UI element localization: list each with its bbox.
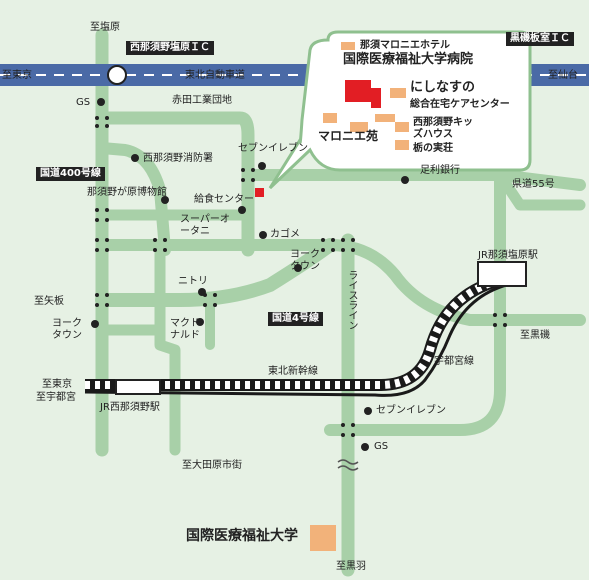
nitori-label: ニトリ xyxy=(178,276,208,287)
yorktown-left-label: ヨークタウン xyxy=(52,318,82,341)
utsunomiya-line-label: 宇都宮線 xyxy=(434,356,474,367)
dir-kuroiso: 至黒磯 xyxy=(520,330,550,341)
maronie-label: マロニエ苑 xyxy=(318,129,379,143)
destination-square-icon xyxy=(345,80,371,102)
dir-otawara: 至大田原市街 xyxy=(182,460,242,471)
dir-kurobane: 至黒羽 xyxy=(336,561,366,572)
station-nasushiobara-label: JR那須塩原駅 xyxy=(478,250,538,261)
hotel-label: 那須マロニエホテル xyxy=(360,40,450,51)
expressway-label: 東北自動車道 xyxy=(185,70,245,81)
bank-label: 足利銀行 xyxy=(420,165,460,176)
route400-label: 国道400号線 xyxy=(36,167,105,181)
tochi-label: 栃の実荘 xyxy=(413,143,453,154)
fire-station-label: 西那須野消防署 xyxy=(143,153,213,164)
seven-top-label: セブンイレブン xyxy=(238,143,308,154)
pref55-label: 県道55号 xyxy=(512,179,555,190)
supermarket-label: スーパーオータニ xyxy=(180,214,230,237)
gs-bottom-label: GS xyxy=(374,441,389,452)
seven-bottom-label: セブンイレブン xyxy=(376,405,446,416)
dir-yaita: 至矢板 xyxy=(34,296,64,307)
map-break-icon xyxy=(337,459,359,471)
station-nishinasuno-label: JR西那須野駅 xyxy=(100,402,160,413)
kids-house-label: 西那須野キッズハウス xyxy=(413,117,473,140)
food-center-label: 給食センター xyxy=(194,194,254,205)
gs-top-label: GS xyxy=(76,97,91,108)
station-nishinasuno-box xyxy=(115,379,161,395)
mcdonalds-label: マクドナルド xyxy=(170,318,200,341)
nishinasu-label: にしなすの xyxy=(410,80,476,95)
railway-icon xyxy=(84,280,521,397)
dir-utsunomiya: 至宇都宮 xyxy=(36,392,76,403)
road-to-otawara xyxy=(154,244,181,456)
museum-label: 那須野が原博物館 xyxy=(87,187,167,198)
dir-shiobara: 至塩原 xyxy=(90,22,120,33)
shinkansen-label: 東北新幹線 xyxy=(268,366,318,377)
dir-sendai: 至仙台 xyxy=(548,70,578,81)
road-south-loop xyxy=(324,314,506,436)
university-building xyxy=(310,525,336,551)
landmark-dot-icon xyxy=(91,98,409,451)
dir-tokyo-top: 至東京 xyxy=(2,70,32,81)
akada-label: 赤田工業団地 xyxy=(172,95,232,106)
ic-nishinasuno-label: 西那須野塩原ＩＣ xyxy=(126,41,214,55)
road-route4 xyxy=(95,238,337,307)
station-nasushiobara-box xyxy=(477,261,527,287)
yorktown-mid-label: ヨークタウン xyxy=(290,249,320,272)
route4-label: 国道4号線 xyxy=(268,312,323,326)
destination-square-icon xyxy=(255,188,264,197)
interchange-icon xyxy=(107,65,127,85)
kagome-label: カゴメ xyxy=(270,229,300,240)
road-route400 xyxy=(96,142,171,256)
rice-line-label: ライスライン xyxy=(346,270,357,330)
dir-tokyo-bottom: 至東京 xyxy=(42,379,72,390)
university-label: 国際医療福祉大学 xyxy=(186,528,298,544)
care-center-label: 総合在宅ケアセンター xyxy=(410,99,510,110)
road-akada-loop xyxy=(95,111,255,257)
ic-kuroiso-label: 黒磯板室ＩＣ xyxy=(506,32,574,46)
road-bank-diag xyxy=(494,169,586,211)
hospital-label: 国際医療福祉大学病院 xyxy=(343,52,474,67)
